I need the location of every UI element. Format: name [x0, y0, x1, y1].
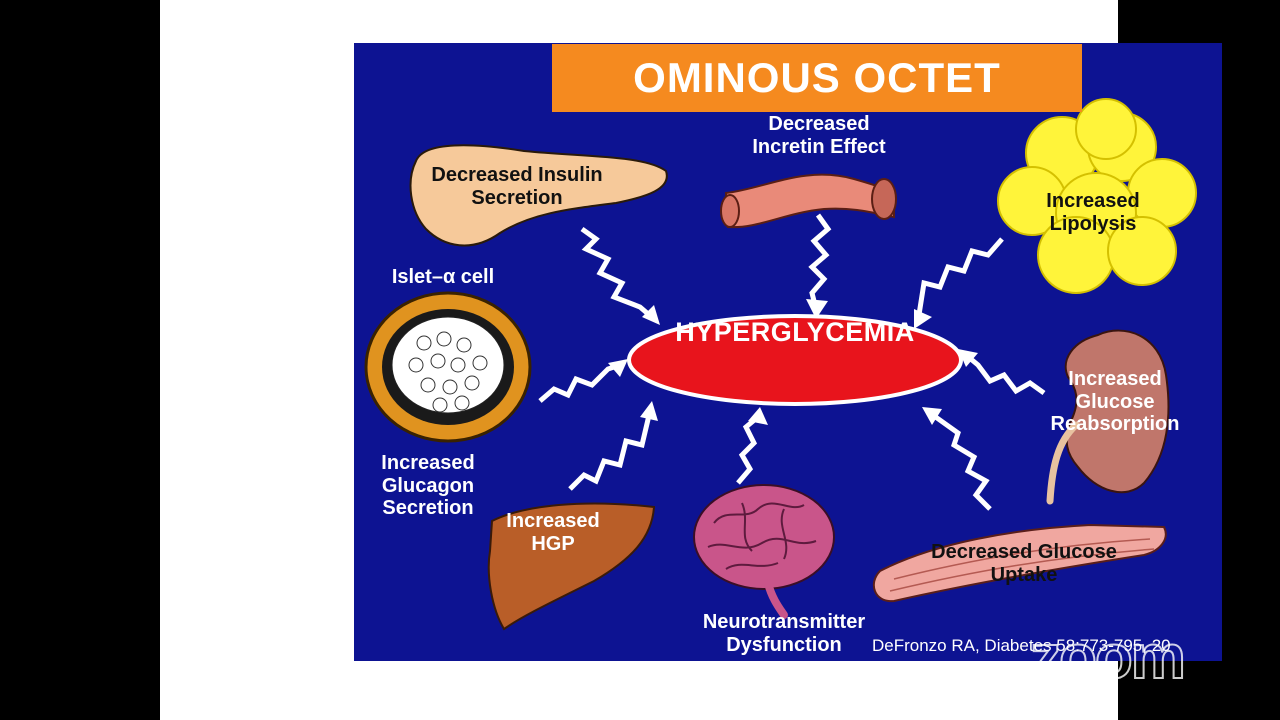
islet-label: Islet–α cell: [391, 266, 495, 288]
uptake-label: Decreased Glucose Uptake: [931, 541, 1117, 586]
diagram-title: OMINOUS OCTET: [552, 44, 1082, 112]
arrow-lipolysis: [915, 237, 1004, 322]
hgp-label: Increased HGP: [506, 510, 600, 555]
hyperglycemia-text: HYPERGLYCEMIA: [675, 317, 915, 347]
citation: DeFronzo RA, Diabetes 58:773-795, 20: [872, 636, 1171, 655]
neuro-label: Neurotransmitter Dysfunction: [702, 611, 866, 656]
islet-cell-icon: [364, 291, 532, 443]
liver-icon: [487, 502, 656, 631]
ominous-octet-diagram: OMINOUS OCTET HYPERGLYCEMIA Decreased In…: [354, 43, 1222, 661]
arrows: [538, 213, 1046, 511]
lipolysis-label: Increased Lipolysis: [1046, 190, 1140, 235]
intestine-end: [720, 194, 740, 228]
arrow-hgp: [568, 410, 653, 491]
arrow-neuro: [736, 415, 760, 485]
incretin-label: Decreased Incretin Effect: [752, 113, 886, 158]
arrow-reabsorption: [964, 353, 1046, 396]
illustration-layer: [364, 98, 1197, 631]
intestine-icon: [724, 173, 895, 229]
reabsorption-label: Increased Glucose Reabsorption: [1050, 368, 1180, 436]
arrow-uptake: [928, 410, 992, 511]
pancreas-icon: [409, 144, 668, 247]
hyperglycemia-label: HYPERGLYCEMIA: [630, 317, 960, 409]
muscle-striations: [889, 538, 1155, 592]
presentation-slide: OMINOUS OCTET HYPERGLYCEMIA Decreased In…: [160, 0, 1222, 720]
kidney-icon: [1064, 329, 1170, 494]
brain-icon: [693, 484, 835, 619]
arrow-incretin: [808, 213, 832, 310]
ureter: [1046, 421, 1080, 505]
glucagon-label: Increased Glucagon Secretion: [381, 452, 475, 520]
hyperglycemia-ellipse: [627, 314, 963, 406]
intestine-opening: [871, 178, 897, 220]
arrow-islet: [538, 362, 621, 403]
zoom-watermark: zoom: [1029, 622, 1187, 693]
arrow-insulin: [580, 226, 656, 321]
fat-cells-icon: [997, 98, 1197, 294]
arrowheads: [608, 299, 978, 425]
insulin-label: Decreased Insulin Secretion: [431, 164, 603, 209]
